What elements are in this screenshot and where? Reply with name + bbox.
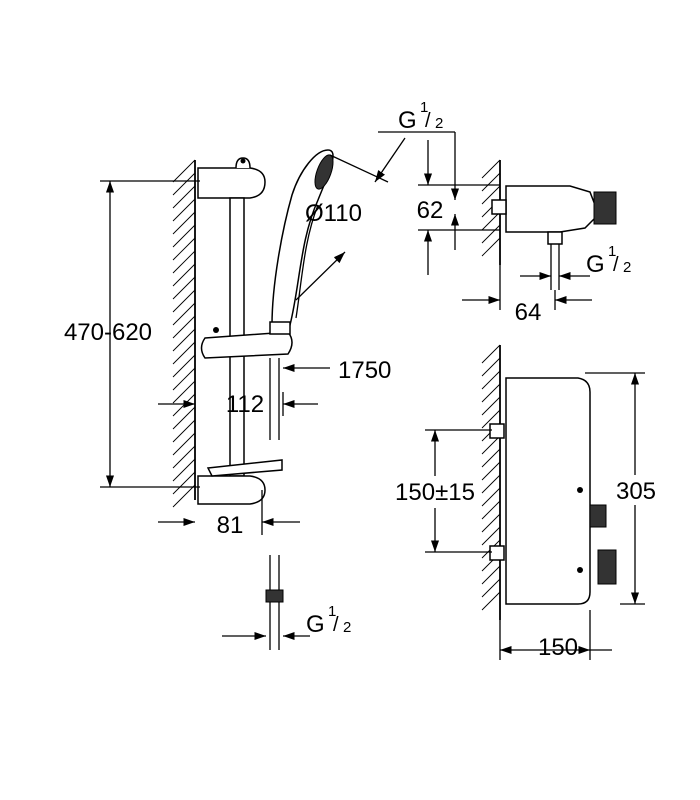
svg-text:1: 1 — [608, 243, 616, 260]
rail-height-label: 470-620 — [64, 319, 152, 346]
thermostat-front-body — [489, 377, 617, 605]
wall-hatch-line — [481, 159, 501, 179]
svg-text:G: G — [306, 611, 325, 638]
wall-to-rail-label: 81 — [217, 512, 244, 539]
wall-hatch-line — [172, 263, 196, 287]
wall-hatch-line — [481, 500, 501, 520]
thermostat-inlet-thread-label: G 1 / 2 — [398, 99, 443, 134]
wall-hatch-line — [172, 432, 196, 456]
thermostat-front-wall — [481, 344, 501, 620]
wall-hatch-line — [481, 591, 501, 611]
svg-text:/: / — [333, 614, 339, 636]
wall-hatch-line — [481, 435, 501, 455]
wall-hatch-line — [481, 185, 501, 205]
wall-hatch-line — [481, 370, 501, 390]
svg-text:G: G — [398, 107, 417, 134]
dim-thermostat-outlet-depth — [462, 265, 592, 310]
wall-hatch-line — [481, 383, 501, 403]
wall-hatch-line — [172, 393, 196, 417]
dim-rail-offset — [158, 392, 318, 416]
wall-hatch-line — [481, 237, 501, 257]
wall-hatch-line — [481, 565, 501, 585]
wall-hatch-line — [481, 526, 501, 546]
wall-hatch-line — [172, 354, 196, 378]
inlet-height-label: 62 — [417, 197, 444, 224]
hand-shower — [269, 149, 334, 335]
thermostat-width-label: 150 — [538, 634, 578, 661]
dim-thermostat-height — [585, 372, 645, 605]
hose-length-label: 1750 — [338, 357, 391, 384]
wall-hatch-line — [172, 406, 196, 430]
dim-thermostat-width — [499, 610, 612, 660]
svg-text:1: 1 — [420, 99, 428, 116]
wall-hatch-line — [172, 159, 196, 183]
wall-hatch-line — [481, 487, 501, 507]
wall-hatch-line — [481, 578, 501, 598]
wall-hatch-line — [172, 367, 196, 391]
svg-text:/: / — [613, 254, 619, 276]
wall-hatch-line — [172, 198, 196, 222]
wall-hatch-line — [172, 250, 196, 274]
wall-hatch-line — [172, 302, 196, 326]
svg-text:1: 1 — [328, 603, 336, 620]
wall-hatch-line — [172, 224, 196, 248]
wall-hatch-line — [172, 328, 196, 352]
hose-connector — [265, 555, 284, 650]
dim-rail-height — [100, 180, 200, 488]
wall-hatch-line — [172, 445, 196, 469]
wall-hatch-line — [481, 211, 501, 231]
dim-thermostat-inlet-thread — [378, 131, 460, 250]
wall-hatch-line — [172, 341, 196, 365]
svg-text:/: / — [425, 110, 431, 132]
thermostat-height-label: 305 — [616, 478, 656, 505]
hose-thread-label: G 1 / 2 — [306, 603, 351, 638]
wall-hatch-line — [172, 185, 196, 209]
wall-hatch-line — [172, 237, 196, 261]
wall-hatch-line — [172, 315, 196, 339]
wall-hatch-line — [481, 396, 501, 416]
dim-inlet-spacing — [425, 429, 492, 553]
dim-thermostat-inlet-height — [418, 140, 500, 275]
wall-hatch-line — [481, 357, 501, 377]
inlet-spacing-label: 150±15 — [395, 479, 475, 506]
wall-hatch-line — [172, 289, 196, 313]
wall-hatch-line — [481, 224, 501, 244]
svg-text:2: 2 — [343, 619, 351, 636]
wall-hatch-line — [172, 484, 196, 508]
thermostat-side-body — [491, 185, 617, 290]
wall-hatch-line — [172, 172, 196, 196]
dim-spray-diameter — [295, 137, 406, 301]
wall-hatch-line — [172, 211, 196, 235]
wall-hatch-line — [481, 172, 501, 192]
wall-hatch-line — [172, 458, 196, 482]
wall-hatch-line — [481, 513, 501, 533]
wall-hatch-line — [481, 448, 501, 468]
wall-hatch-line — [481, 461, 501, 481]
wall-hatch-line — [481, 344, 501, 364]
wall-hatch-line — [172, 276, 196, 300]
wall-hatch-line — [172, 471, 196, 495]
dim-wall-to-rail — [158, 490, 300, 535]
rail-wall — [172, 159, 196, 508]
svg-text:2: 2 — [435, 115, 443, 132]
spray-diameter-label: Ø110 — [305, 200, 362, 227]
wall-hatch-line — [172, 419, 196, 443]
svg-text:G: G — [586, 251, 605, 278]
thermostat-outlet-thread-label: G 1 / 2 — [586, 243, 631, 278]
rail-offset-label: 112 — [226, 391, 264, 418]
shower-rail — [197, 157, 293, 505]
svg-text:2: 2 — [623, 259, 631, 276]
wall-hatch-line — [481, 474, 501, 494]
outlet-depth-label: 64 — [515, 299, 542, 326]
wall-hatch-line — [172, 380, 196, 404]
wall-hatch-line — [481, 409, 501, 429]
